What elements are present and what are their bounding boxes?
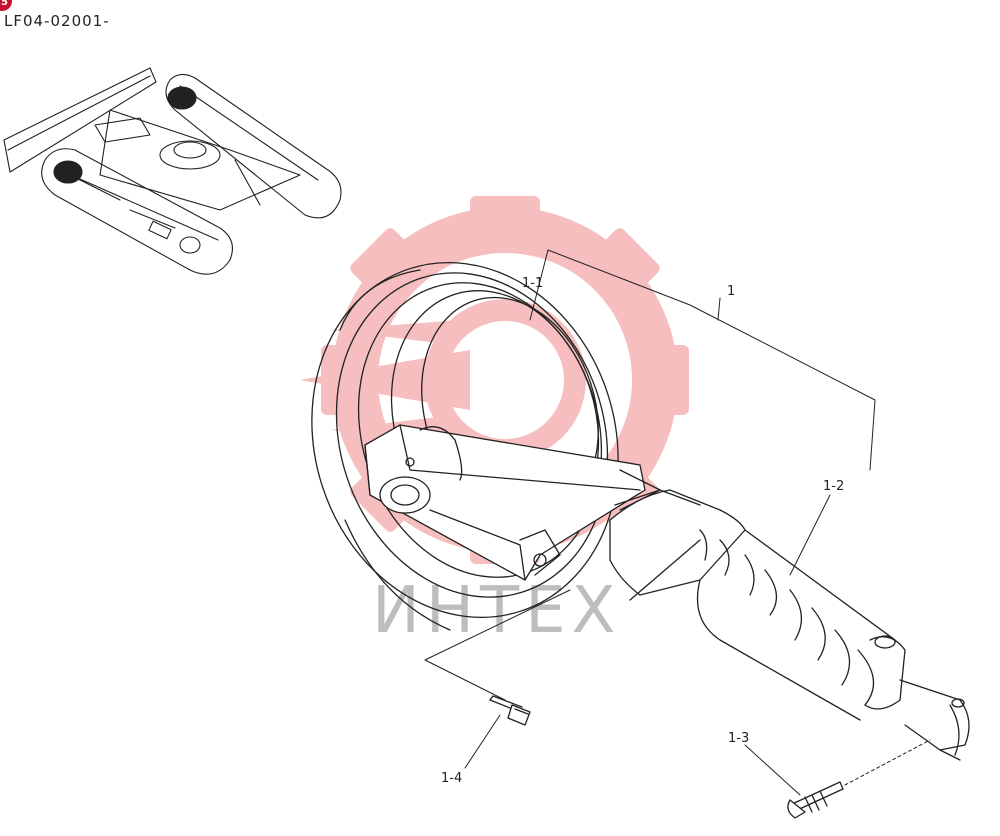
callout-1-4: 1-4: [441, 771, 462, 786]
callout-1: 1: [727, 284, 735, 299]
idler-yoke-illustration: [364, 424, 661, 581]
grease-fitting-illustration: [787, 781, 844, 819]
callout-1-2: 1-2: [823, 479, 844, 494]
undercarriage-overview-illustration: [3, 67, 342, 275]
callout-1-1: 1-1: [522, 276, 543, 291]
page-badge: 5: [0, 0, 12, 11]
leader-lines: [424, 249, 931, 796]
page-code: LF04-02001-: [4, 12, 110, 30]
bolt-illustration: [489, 695, 531, 726]
page-badge-label: 5: [1, 0, 8, 8]
watermark-text: ИНТЕХ: [372, 574, 621, 648]
recoil-spring-illustration: [609, 489, 970, 761]
callout-1-3: 1-3: [728, 731, 749, 746]
